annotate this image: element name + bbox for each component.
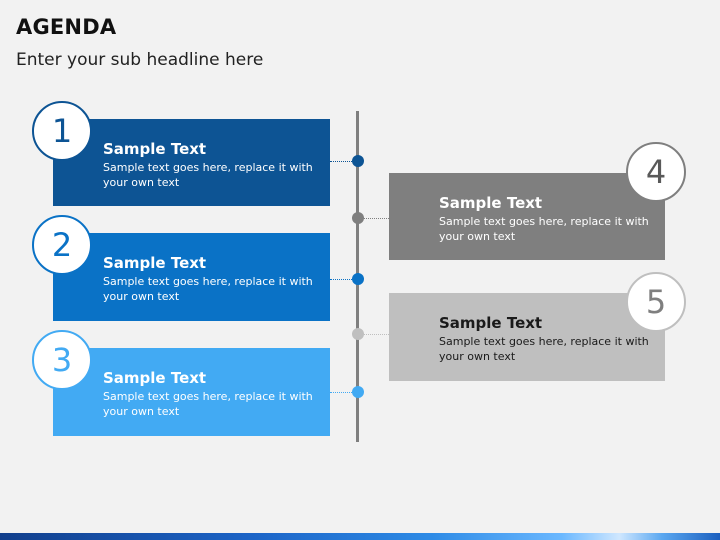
item-title: Sample Text [439,194,543,212]
timeline-dot-1 [352,155,364,167]
connector-2 [330,279,356,280]
agenda-item-3: Sample Text Sample text goes here, repla… [53,348,330,436]
item-number-badge-5: 5 [626,272,686,332]
timeline-dot-3 [352,386,364,398]
item-description: Sample text goes here, replace it with y… [103,390,313,418]
item-title: Sample Text [103,140,207,158]
timeline-dot-5 [352,328,364,340]
page-title: AGENDA [16,15,117,39]
connector-4 [359,218,389,219]
connector-3 [330,392,356,393]
item-description: Sample text goes here, replace it with y… [439,215,649,243]
item-title: Sample Text [439,314,543,332]
item-title: Sample Text [103,254,207,272]
item-title: Sample Text [103,369,207,387]
agenda-item-5: Sample Text Sample text goes here, repla… [389,293,665,381]
connector-5 [359,334,389,335]
timeline-dot-4 [352,212,364,224]
item-description: Sample text goes here, replace it with y… [103,161,313,189]
agenda-item-1: Sample Text Sample text goes here, repla… [53,119,330,206]
agenda-item-2: Sample Text Sample text goes here, repla… [53,233,330,321]
timeline-dot-2 [352,273,364,285]
item-number-badge-2: 2 [32,215,92,275]
item-number-badge-1: 1 [32,101,92,161]
footer-accent-bar [0,533,720,540]
item-description: Sample text goes here, replace it with y… [103,275,313,303]
item-description: Sample text goes here, replace it with y… [439,335,649,363]
page-subtitle: Enter your sub headline here [16,50,264,70]
agenda-item-4: Sample Text Sample text goes here, repla… [389,173,665,260]
connector-1 [330,161,356,162]
item-number-badge-3: 3 [32,330,92,390]
item-number-badge-4: 4 [626,142,686,202]
